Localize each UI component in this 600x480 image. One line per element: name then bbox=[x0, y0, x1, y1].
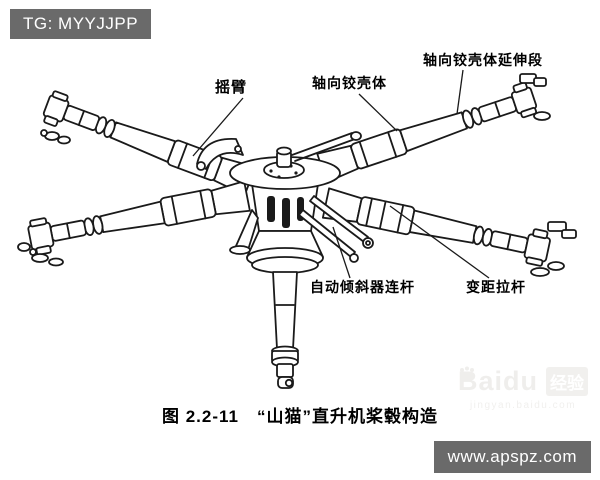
figure-caption: 图 2.2-11 “山猫”直升机桨毂构造 bbox=[162, 407, 438, 426]
leader-lines bbox=[192, 69, 490, 279]
leader-axial-hinge bbox=[358, 93, 398, 132]
rotor-arm-lower-left bbox=[27, 180, 251, 256]
rotor-arm-upper-right bbox=[316, 81, 538, 184]
hub-center bbox=[229, 131, 362, 232]
leader-pitch-rod bbox=[389, 205, 490, 279]
jingyan-badge: 经验 bbox=[546, 367, 588, 396]
leader-axial-hinge-extension bbox=[456, 69, 464, 115]
leader-swashplate-link bbox=[332, 226, 351, 279]
baidu-jingyan-watermark: Baidu 经验 jingyan.baidu.com bbox=[458, 366, 588, 411]
jingyan-site-text: jingyan.baidu.com bbox=[469, 400, 577, 411]
leader-rocker-arm bbox=[192, 97, 244, 157]
tg-watermark-badge: TG: MYYJJPP bbox=[10, 9, 152, 39]
label-axial-hinge-housing-extension: 轴向铰壳体延伸段 bbox=[423, 52, 543, 68]
label-rocker-arm: 摇臂 bbox=[215, 79, 248, 96]
url-watermark-badge: www.apspz.com bbox=[433, 441, 591, 473]
label-pitch-control-rod: 变距拉杆 bbox=[466, 279, 526, 295]
rotor-arm-lower-right bbox=[321, 187, 551, 267]
label-swashplate-link: 自动倾斜器连杆 bbox=[310, 279, 415, 295]
label-axial-hinge-housing: 轴向铰壳体 bbox=[312, 75, 387, 91]
rocker-arm-part bbox=[196, 138, 244, 171]
control-rods bbox=[298, 195, 374, 263]
mast-assembly bbox=[229, 209, 324, 389]
